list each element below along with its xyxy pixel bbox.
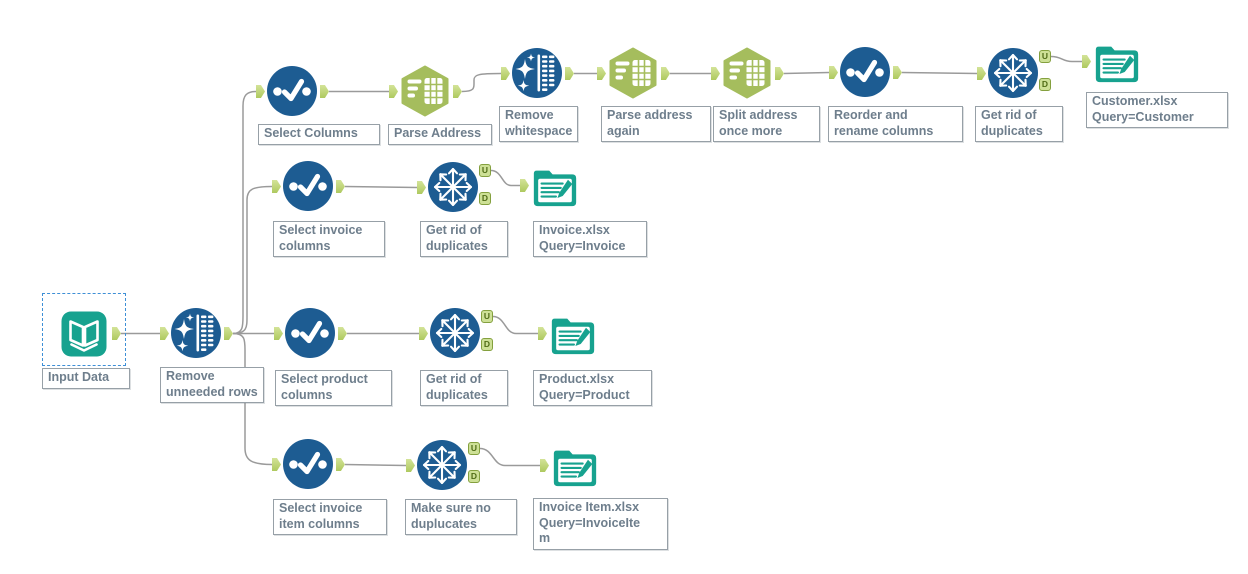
input-anchor[interactable] (520, 179, 529, 192)
snowflake-arrows-icon (427, 161, 479, 213)
tool-get-rid-of-duplicates-invoice[interactable] (427, 161, 479, 213)
tool-annotation[interactable]: Parse Address (388, 124, 492, 145)
tool-annotation[interactable]: Remove unneeded rows (160, 367, 264, 403)
tool-parse-address[interactable] (399, 65, 451, 117)
unique-output-anchor[interactable]: U (479, 164, 491, 177)
input-anchor[interactable] (406, 459, 415, 472)
tool-annotation[interactable]: Invoice.xlsx Query=Invoice (533, 221, 647, 257)
text-table-icon (399, 65, 451, 117)
tool-get-rid-of-duplicates-product[interactable] (429, 307, 481, 359)
tool-annotation[interactable]: Input Data (42, 368, 130, 389)
output-anchor[interactable] (336, 180, 345, 193)
snowflake-arrows-icon (987, 47, 1039, 99)
check-dots-icon (266, 65, 318, 117)
tool-remove-whitespace[interactable] (511, 47, 563, 99)
tool-select-invoice-item-columns[interactable] (282, 438, 334, 490)
tool-annotation[interactable]: Make sure no duplucates (405, 499, 517, 535)
output-anchor[interactable] (336, 458, 345, 471)
input-anchor[interactable] (417, 181, 426, 194)
tool-annotation[interactable]: Product.xlsx Query=Product (533, 370, 652, 406)
tool-reorder-and-rename-columns[interactable] (839, 46, 891, 98)
snowflake-arrows-icon (416, 439, 468, 491)
tool-annotation[interactable]: Select invoice columns (273, 221, 385, 257)
duplicate-output-anchor[interactable]: D (479, 192, 491, 205)
tool-select-invoice-columns[interactable] (282, 160, 334, 212)
check-dots-icon (282, 438, 334, 490)
check-dots-icon (284, 307, 336, 359)
output-anchor[interactable] (893, 66, 902, 79)
input-anchor[interactable] (272, 458, 281, 471)
output-anchor[interactable] (224, 327, 233, 340)
sparkle-table-icon (170, 307, 222, 359)
duplicate-output-anchor[interactable]: D (1039, 78, 1051, 91)
tool-annotation[interactable]: Get rid of duplicates (975, 106, 1063, 142)
unique-output-anchor[interactable]: U (468, 442, 480, 455)
text-table-icon (607, 47, 659, 99)
tool-select-product-columns[interactable] (284, 307, 336, 359)
output-anchor[interactable] (320, 85, 329, 98)
duplicate-output-anchor[interactable]: D (481, 338, 493, 351)
output-anchor[interactable] (565, 67, 574, 80)
tool-annotation[interactable]: Select invoice item columns (273, 499, 387, 535)
duplicate-output-anchor[interactable]: D (468, 470, 480, 483)
input-anchor[interactable] (419, 327, 428, 340)
folder-pencil-icon (1092, 36, 1142, 86)
tool-split-address-once-more[interactable] (721, 47, 773, 99)
input-anchor[interactable] (540, 459, 549, 472)
sparkle-table-icon (511, 47, 563, 99)
tool-annotation[interactable]: Reorder and rename columns (828, 106, 963, 142)
output-anchor[interactable] (661, 67, 670, 80)
input-anchor[interactable] (977, 67, 986, 80)
input-anchor[interactable] (501, 67, 510, 80)
tool-annotation[interactable]: Get rid of duplicates (420, 370, 508, 406)
tool-output-invoice[interactable] (530, 160, 580, 210)
tool-annotation[interactable]: Invoice Item.xlsx Query=InvoiceIte m (533, 498, 668, 550)
tool-annotation[interactable]: Parse address again (601, 106, 711, 142)
tool-output-product[interactable] (548, 308, 598, 358)
tool-output-customer[interactable] (1092, 36, 1142, 86)
tool-remove-unneeded-rows[interactable] (170, 307, 222, 359)
tool-make-sure-no-duplicates[interactable] (416, 439, 468, 491)
tool-annotation[interactable]: Select product columns (275, 370, 392, 406)
tool-annotation[interactable]: Remove whitespace (499, 106, 579, 142)
tool-annotation[interactable]: Customer.xlsx Query=Customer (1086, 92, 1228, 128)
input-anchor[interactable] (829, 66, 838, 79)
input-anchor[interactable] (160, 327, 169, 340)
open-book-icon (58, 308, 110, 360)
output-anchor[interactable] (453, 85, 462, 98)
unique-output-anchor[interactable]: U (481, 310, 493, 323)
input-anchor[interactable] (538, 327, 547, 340)
check-dots-icon (839, 46, 891, 98)
tool-annotation[interactable]: Split address once more (713, 106, 820, 142)
tool-select-columns[interactable] (266, 65, 318, 117)
unique-output-anchor[interactable]: U (1039, 50, 1051, 63)
tool-get-rid-of-duplicates-customer[interactable] (987, 47, 1039, 99)
input-anchor[interactable] (1082, 55, 1091, 68)
input-anchor[interactable] (597, 67, 606, 80)
tool-output-invoice-item[interactable] (550, 440, 600, 490)
check-dots-icon (282, 160, 334, 212)
input-anchor[interactable] (389, 85, 398, 98)
tool-annotation[interactable]: Get rid of duplicates (420, 221, 508, 257)
tool-parse-address-again[interactable] (607, 47, 659, 99)
input-anchor[interactable] (272, 180, 281, 193)
folder-pencil-icon (530, 160, 580, 210)
folder-pencil-icon (550, 440, 600, 490)
tool-input-data[interactable] (58, 308, 110, 360)
output-anchor[interactable] (775, 67, 784, 80)
selection-outline (42, 293, 126, 366)
folder-pencil-icon (548, 308, 598, 358)
output-anchor[interactable] (338, 327, 347, 340)
input-anchor[interactable] (274, 327, 283, 340)
snowflake-arrows-icon (429, 307, 481, 359)
tool-annotation[interactable]: Select Columns (258, 124, 380, 145)
text-table-icon (721, 47, 773, 99)
input-anchor[interactable] (711, 67, 720, 80)
input-anchor[interactable] (256, 85, 265, 98)
output-anchor[interactable] (112, 327, 121, 340)
